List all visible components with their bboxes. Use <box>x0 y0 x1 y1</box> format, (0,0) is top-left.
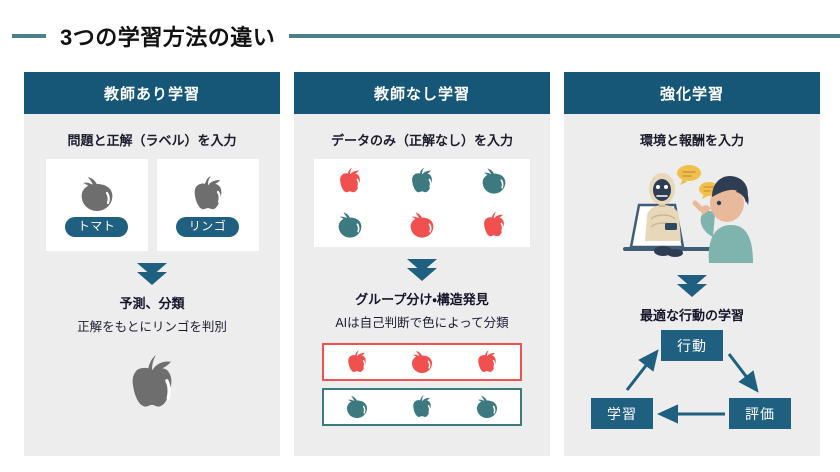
flow-arrow-reinforcement <box>677 275 707 297</box>
reinforcement-cycle-diagram: 行動 評価 学習 <box>583 330 801 438</box>
tomato-icon <box>410 212 434 238</box>
robot-laptop-person-illustration <box>623 165 753 263</box>
column-unsupervised-learning: 教師なし学習 データのみ（正解なし）を入力 <box>294 72 550 456</box>
column-supervised-learning: 教師あり学習 問題と正解（ラベル）を入力 トマト リンゴ <box>24 72 280 456</box>
cycle-node-action: 行動 <box>661 330 723 361</box>
flow-arrow-unsupervised <box>407 259 437 281</box>
apple-icon <box>478 350 497 372</box>
unlabeled-sample-grid <box>314 159 530 247</box>
column-reinforcement-learning: 強化学習 環境と報酬を入力 <box>564 72 820 456</box>
cycle-arrows <box>625 349 759 424</box>
tomato-icon <box>338 212 362 238</box>
input-label-reinforcement: 環境と報酬を入力 <box>639 133 744 148</box>
tomato-icon <box>346 395 367 419</box>
column-header-reinforcement: 強化学習 <box>564 72 820 114</box>
apple-icon <box>340 167 360 193</box>
cluster-group-red <box>322 343 522 381</box>
tomato-icon <box>477 395 498 419</box>
page-title-row: 3つの学習方法の違い <box>0 18 840 54</box>
cycle-node-learning: 学習 <box>591 398 653 429</box>
page-title: 3つの学習方法の違い <box>60 25 276 50</box>
cluster-groups <box>322 343 522 426</box>
title-rule-left <box>12 34 46 38</box>
output-sub-unsupervised: AIは自己判断で色によって分類 <box>335 316 509 330</box>
column-header-unsupervised: 教師なし学習 <box>294 72 550 114</box>
label-pill-apple: リンゴ <box>175 216 240 238</box>
chevron-down-icon <box>677 284 707 297</box>
output-sub-supervised: 正解をもとにリンゴを判別 <box>77 320 227 334</box>
apple-icon <box>484 211 504 237</box>
column-header-supervised: 教師あり学習 <box>24 72 280 114</box>
title-rule-right <box>289 34 840 38</box>
result-apple-icon <box>132 355 172 407</box>
label-pill-tomato: トマト <box>64 216 129 238</box>
apple-icon <box>194 175 221 210</box>
apple-icon <box>413 395 431 417</box>
chevron-down-icon <box>137 272 167 285</box>
output-head-unsupervised: グループ分け・構造発見 <box>355 292 489 307</box>
input-label-supervised: 問題と正解（ラベル）を入力 <box>67 133 237 148</box>
comparison-columns: 教師あり学習 問題と正解（ラベル）を入力 トマト リンゴ <box>24 72 822 456</box>
cluster-group-teal <box>322 388 522 426</box>
labeled-card-tomato: トマト <box>45 159 148 251</box>
output-head-supervised: 予測、分類 <box>119 296 185 311</box>
chevron-down-icon <box>407 268 437 281</box>
cycle-node-evaluation: 評価 <box>729 398 791 429</box>
input-label-unsupervised: データのみ（正解なし）を入力 <box>330 133 513 148</box>
apple-icon <box>412 167 432 193</box>
flow-arrow-supervised <box>137 263 167 285</box>
tomato-icon <box>81 176 112 211</box>
tomato-icon <box>482 168 506 194</box>
tomato-icon <box>411 350 433 374</box>
labeled-sample-cards: トマト リンゴ <box>45 159 259 251</box>
output-head-reinforcement: 最適な行動の学習 <box>639 308 744 323</box>
labeled-card-apple: リンゴ <box>156 159 259 251</box>
apple-icon <box>347 350 366 372</box>
